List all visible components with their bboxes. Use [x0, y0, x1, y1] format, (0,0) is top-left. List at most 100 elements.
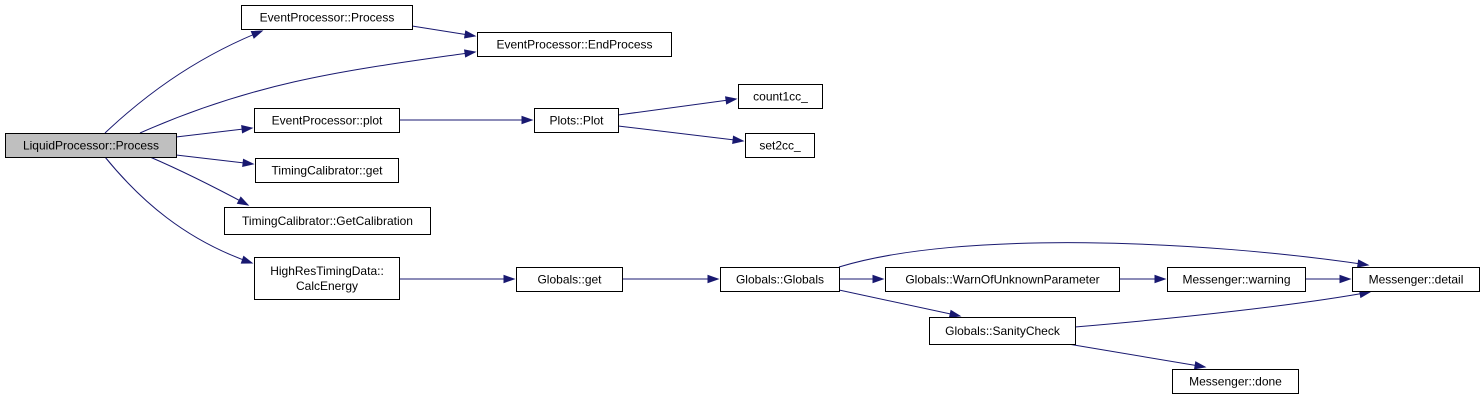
- node-box[interactable]: [254, 108, 400, 133]
- arrow-head: [948, 309, 962, 318]
- node-label: TimingCalibrator::GetCalibration: [242, 214, 413, 228]
- node-plots-plot[interactable]: Plots::Plot: [534, 108, 619, 133]
- node-box[interactable]: [224, 207, 431, 235]
- node-label: Plots::Plot: [549, 114, 604, 128]
- arrow-head: [236, 196, 250, 206]
- edge-ep_process-to-ep_end: [411, 25, 477, 39]
- edge-line: [838, 289, 961, 317]
- edge-line: [149, 156, 249, 206]
- edge-root-to-ep_end: [139, 49, 477, 134]
- edge-line: [1067, 343, 1206, 368]
- node-tc-getcal[interactable]: TimingCalibrator::GetCalibration: [224, 207, 431, 235]
- node-globals-get[interactable]: Globals::get: [516, 267, 623, 292]
- arrow-head: [240, 255, 254, 264]
- node-label: TimingCalibrator::get: [272, 164, 384, 178]
- edge-root-to-ep_process: [104, 30, 264, 134]
- node-ep-plot[interactable]: EventProcessor::plot: [254, 108, 400, 133]
- node-count1cc[interactable]: count1cc_: [738, 84, 823, 109]
- arrow-head: [250, 30, 264, 39]
- edge-sanity-to-msg_detail: [1074, 289, 1372, 328]
- edge-line: [838, 242, 1369, 268]
- node-box[interactable]: [255, 158, 399, 183]
- node-label: HighResTimingData::: [270, 264, 384, 278]
- arrow-head: [872, 274, 885, 284]
- arrow-head: [503, 274, 516, 284]
- node-label: LiquidProcessor::Process: [23, 139, 159, 153]
- edge-plots_plot-to-count1cc: [617, 96, 738, 116]
- arrow-head: [1193, 361, 1207, 370]
- edge-line: [1074, 291, 1371, 328]
- node-box[interactable]: [738, 84, 823, 109]
- node-label: Messenger::done: [1189, 375, 1282, 389]
- edge-globals_ctor-to-msg_detail: [838, 242, 1370, 268]
- node-label: Globals::Globals: [736, 273, 824, 287]
- node-box[interactable]: [534, 108, 619, 133]
- node-warn-unknown[interactable]: Globals::WarnOfUnknownParameter: [885, 267, 1120, 292]
- arrow-head: [1339, 274, 1352, 284]
- node-label: Globals::WarnOfUnknownParameter: [905, 273, 1099, 287]
- node-ep-process[interactable]: EventProcessor::Process: [241, 5, 413, 30]
- edge-hrtd-to-globals_get: [399, 274, 516, 284]
- edge-line: [617, 125, 744, 142]
- arrow-head: [241, 125, 254, 134]
- node-box[interactable]: [254, 257, 400, 300]
- edge-plots_plot-to-set2cc: [617, 125, 745, 144]
- arrow-head: [1154, 274, 1167, 284]
- edge-warn_unknown-to-msg_warning: [1119, 274, 1167, 284]
- node-tc-get[interactable]: TimingCalibrator::get: [255, 158, 399, 183]
- node-box[interactable]: [516, 267, 623, 292]
- node-msg-detail[interactable]: Messenger::detail: [1352, 267, 1480, 292]
- node-msg-warning[interactable]: Messenger::warning: [1167, 267, 1306, 292]
- edge-line: [104, 156, 253, 264]
- edge-line: [104, 30, 263, 134]
- edge-globals_ctor-to-warn_unknown: [839, 274, 885, 284]
- node-ep-end[interactable]: EventProcessor::EndProcess: [477, 32, 672, 57]
- node-box[interactable]: [241, 5, 413, 30]
- node-hrtd[interactable]: HighResTimingData::CalcEnergy: [254, 257, 400, 300]
- edge-root-to-hrtd: [104, 156, 254, 264]
- node-msg-done[interactable]: Messenger::done: [1172, 369, 1299, 394]
- edge-sanity-to-msg_done: [1067, 343, 1207, 370]
- node-label: EventProcessor::EndProcess: [496, 38, 652, 52]
- edge-ep_plot-to-plots_plot: [399, 115, 534, 125]
- node-sanity[interactable]: Globals::SanityCheck: [929, 317, 1076, 345]
- edge-msg_warning-to-msg_detail: [1305, 274, 1352, 284]
- node-label: EventProcessor::Process: [260, 11, 395, 25]
- node-box[interactable]: [1172, 369, 1299, 394]
- edge-line: [175, 154, 254, 165]
- node-label: EventProcessor::plot: [272, 114, 383, 128]
- node-box[interactable]: [1167, 267, 1306, 292]
- edge-globals_ctor-to-sanity: [838, 289, 962, 318]
- node-label: set2cc_: [759, 139, 801, 153]
- node-box[interactable]: [885, 267, 1120, 292]
- arrow-head: [707, 274, 720, 284]
- edge-globals_get-to-globals_ctor: [622, 274, 720, 284]
- nodes-layer: LiquidProcessor::Process EventProcessor::…: [5, 5, 1480, 394]
- node-box[interactable]: [5, 133, 177, 158]
- node-box[interactable]: [720, 267, 840, 292]
- node-set2cc[interactable]: set2cc_: [745, 133, 815, 158]
- node-box[interactable]: [745, 133, 815, 158]
- arrow-head: [732, 135, 745, 144]
- node-box[interactable]: [477, 32, 672, 57]
- node-box[interactable]: [1352, 267, 1480, 292]
- edge-line: [617, 98, 737, 116]
- node-box[interactable]: [929, 317, 1076, 345]
- node-globals-ctor[interactable]: Globals::Globals: [720, 267, 840, 292]
- edge-line: [139, 51, 476, 134]
- edge-line: [175, 127, 253, 138]
- arrow-head: [725, 96, 738, 105]
- edge-root-to-tc_getcal: [149, 156, 250, 206]
- edges-layer: [104, 25, 1372, 370]
- node-root[interactable]: LiquidProcessor::Process: [5, 133, 177, 158]
- edge-root-to-tc_get: [175, 154, 255, 167]
- node-label: CalcEnergy: [296, 279, 358, 293]
- arrow-head: [242, 158, 255, 167]
- node-label: Messenger::warning: [1182, 273, 1290, 287]
- arrow-head: [521, 115, 534, 125]
- node-label: Messenger::detail: [1369, 273, 1464, 287]
- arrow-head: [1357, 259, 1370, 268]
- node-label: Globals::get: [537, 273, 602, 287]
- node-label: count1cc_: [753, 90, 808, 104]
